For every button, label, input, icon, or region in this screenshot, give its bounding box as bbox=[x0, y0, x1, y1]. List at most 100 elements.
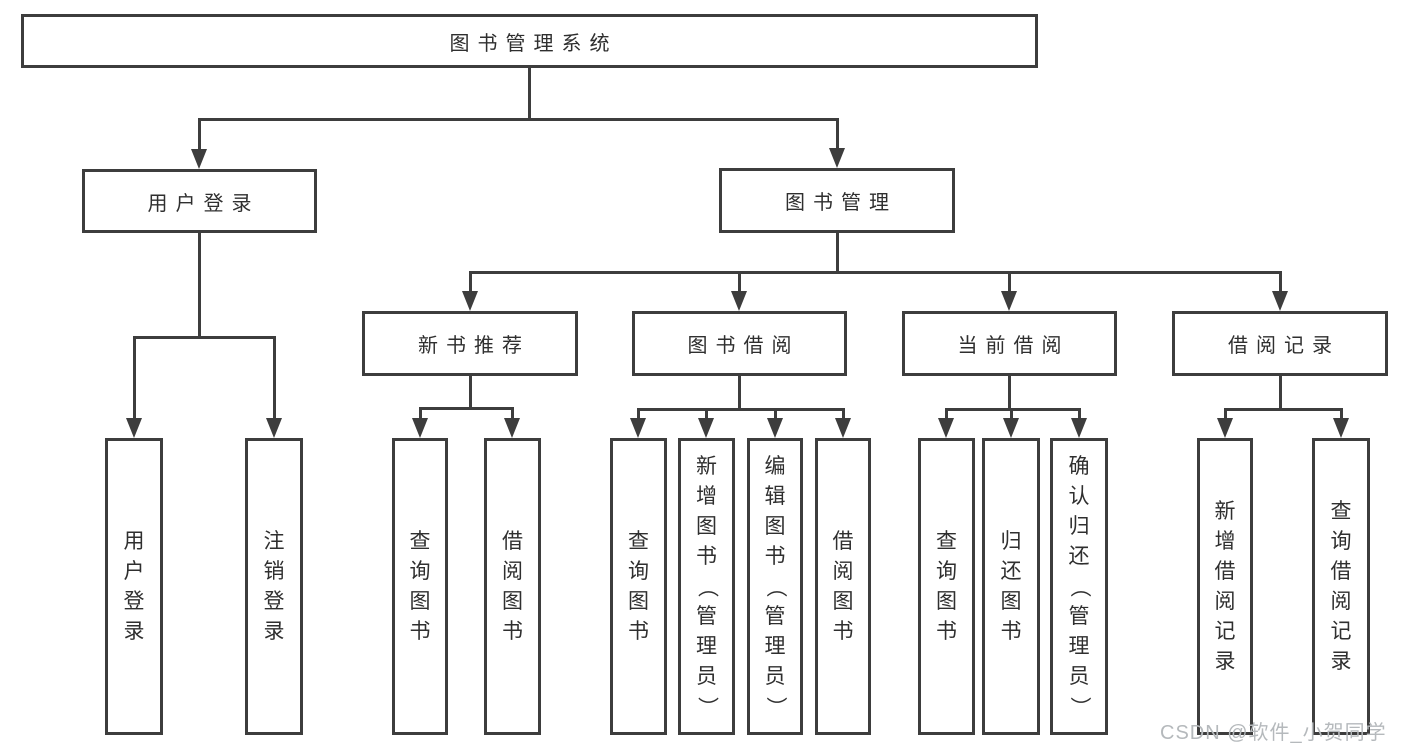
node-label-char: 录 bbox=[1214, 649, 1236, 673]
connector-line bbox=[1224, 408, 1227, 427]
arrow-down-icon bbox=[1003, 418, 1019, 438]
node-label: 确认归还（管理员） bbox=[1053, 441, 1105, 732]
node-user-login: 用户登录 bbox=[82, 169, 317, 233]
node-label-char: 辑 bbox=[764, 484, 786, 508]
node-label-char: 图 bbox=[1000, 589, 1022, 613]
node-label: 查询图书 bbox=[921, 441, 972, 732]
arrow-down-icon bbox=[767, 418, 783, 438]
node-label-char: 借 bbox=[1330, 559, 1352, 583]
node-label: 用户登录 bbox=[147, 192, 260, 215]
node-label-char: 理 bbox=[696, 634, 717, 658]
node-label: 借阅图书 bbox=[818, 441, 868, 732]
node-label-char: 还 bbox=[1000, 559, 1022, 583]
node-label-char: 书 bbox=[764, 544, 786, 568]
node-login: 用户登录 bbox=[105, 438, 163, 735]
node-label-char: 登 bbox=[123, 589, 145, 613]
node-label-char: 图 bbox=[764, 514, 786, 538]
node-label-char: 新 bbox=[696, 454, 717, 478]
connector-line bbox=[528, 67, 531, 120]
node-label-char: 编 bbox=[764, 454, 786, 478]
node-label-char: 询 bbox=[409, 559, 431, 583]
node-label-char: （ bbox=[764, 576, 787, 597]
node-label-char: 借 bbox=[1214, 559, 1236, 583]
node-borrow-books-2: 借阅图书 bbox=[815, 438, 871, 735]
node-label-char: 查 bbox=[936, 529, 957, 553]
node-label-char: ） bbox=[695, 696, 719, 717]
node-label: 查询图书 bbox=[613, 441, 664, 732]
connector-line bbox=[419, 407, 513, 410]
node-label-char: 归 bbox=[1068, 514, 1090, 538]
node-label: 用户登录 bbox=[108, 441, 160, 732]
node-label-char: 图 bbox=[832, 589, 854, 613]
node-label: 归还图书 bbox=[985, 441, 1037, 732]
node-label-char: 录 bbox=[263, 619, 285, 643]
node-current-borrowing: 当前借阅 bbox=[902, 311, 1117, 376]
connector-line bbox=[198, 118, 838, 121]
node-query-books-2: 查询图书 bbox=[610, 438, 667, 735]
node-label-char: 理 bbox=[764, 634, 786, 658]
node-label: 当前借阅 bbox=[957, 335, 1070, 357]
node-label-char: 员 bbox=[764, 664, 786, 688]
arrow-down-icon bbox=[1333, 418, 1349, 438]
connector-line bbox=[198, 232, 201, 338]
node-label-char: 销 bbox=[263, 559, 285, 583]
connector-line bbox=[198, 118, 201, 158]
node-label-char: 图 bbox=[696, 514, 717, 538]
node-label: 编辑图书（管理员） bbox=[750, 441, 800, 732]
arrow-down-icon bbox=[1272, 291, 1288, 311]
connector-line bbox=[705, 408, 708, 427]
arrow-down-icon bbox=[191, 149, 207, 169]
node-label-char: （ bbox=[1068, 576, 1091, 597]
node-label-char: 书 bbox=[936, 619, 957, 643]
node-label-char: 书 bbox=[832, 619, 854, 643]
node-label-char: （ bbox=[695, 576, 719, 597]
node-label-char: 查 bbox=[1330, 499, 1352, 523]
connector-line bbox=[637, 408, 640, 427]
node-label: 查询借阅记录 bbox=[1315, 441, 1367, 732]
node-label-char: 增 bbox=[696, 484, 717, 508]
node-label-char: 理 bbox=[1068, 634, 1090, 658]
connector-line bbox=[774, 408, 777, 427]
node-add-books: 新增图书（管理员） bbox=[678, 438, 735, 735]
node-label-char: 管 bbox=[764, 604, 786, 628]
connector-line bbox=[637, 408, 844, 411]
node-label-char: 记 bbox=[1214, 619, 1236, 643]
arrow-down-icon bbox=[1217, 418, 1233, 438]
node-label: 图书借阅 bbox=[687, 335, 800, 357]
connector-line bbox=[511, 407, 514, 427]
connector-line bbox=[842, 408, 845, 427]
node-label-char: 员 bbox=[696, 664, 717, 688]
arrow-down-icon bbox=[938, 418, 954, 438]
node-query-books-3: 查询图书 bbox=[918, 438, 975, 735]
arrow-down-icon bbox=[630, 418, 646, 438]
node-label-char: 书 bbox=[1000, 619, 1022, 643]
node-label-char: 阅 bbox=[502, 559, 523, 583]
node-label-char: 还 bbox=[1068, 544, 1090, 568]
connector-line bbox=[469, 271, 1281, 274]
node-label-char: 图 bbox=[936, 589, 957, 613]
node-book-borrowing: 图书借阅 bbox=[632, 311, 847, 376]
watermark: CSDN @软件_小贺同学 bbox=[1160, 722, 1387, 744]
connector-line bbox=[836, 232, 839, 273]
node-label-char: 确 bbox=[1068, 454, 1090, 478]
node-label-char: 认 bbox=[1068, 484, 1090, 508]
node-label: 借阅图书 bbox=[487, 441, 538, 732]
node-label-char: 员 bbox=[1068, 664, 1090, 688]
node-label-char: 借 bbox=[832, 529, 854, 553]
node-label: 新书推荐 bbox=[418, 335, 530, 357]
connector-line bbox=[469, 375, 472, 409]
connector-line bbox=[738, 375, 741, 410]
node-label-char: ） bbox=[1068, 696, 1091, 717]
node-label-char: 增 bbox=[1214, 529, 1236, 553]
arrow-down-icon bbox=[731, 291, 747, 311]
node-label-char: 归 bbox=[1000, 529, 1022, 553]
connector-line bbox=[1008, 375, 1011, 410]
node-label-char: 阅 bbox=[832, 559, 854, 583]
node-label-char: 书 bbox=[696, 544, 717, 568]
node-label-char: 询 bbox=[936, 559, 957, 583]
arrow-down-icon bbox=[412, 418, 428, 438]
node-label-char: 询 bbox=[1330, 529, 1352, 553]
node-book-management: 图书管理 bbox=[719, 168, 955, 233]
connector-line bbox=[738, 271, 741, 300]
